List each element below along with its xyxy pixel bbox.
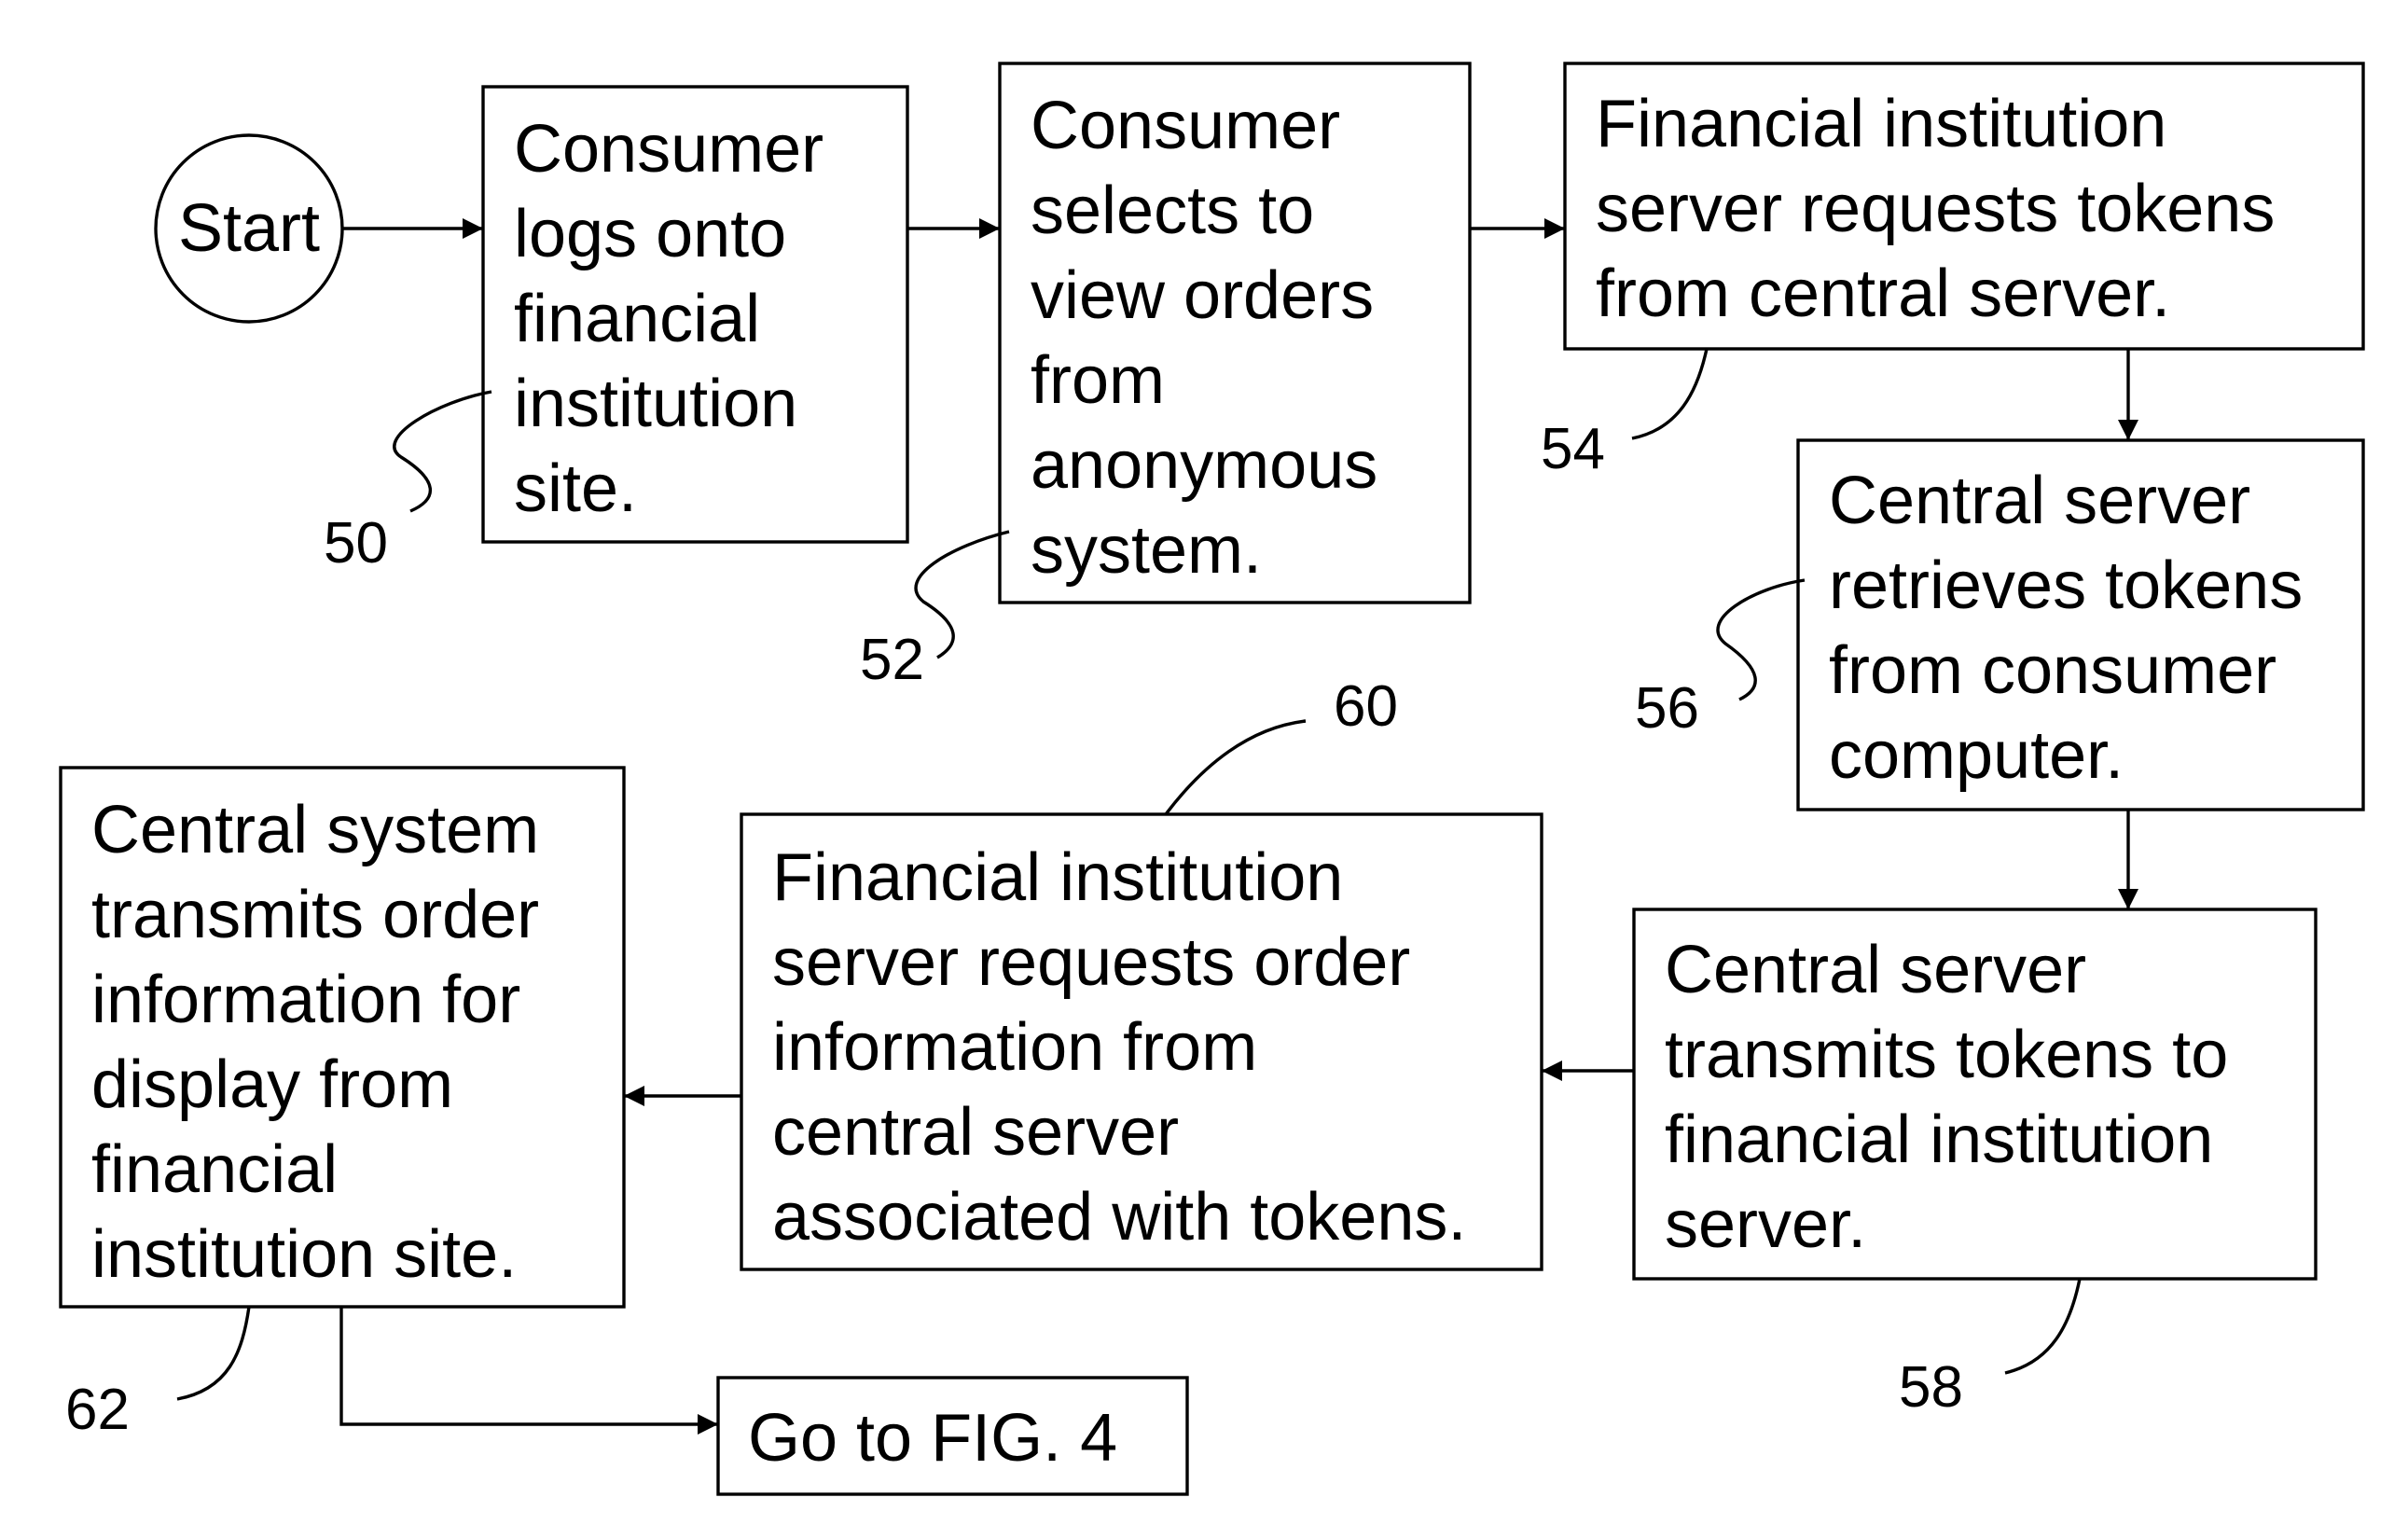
start-label: Start (178, 191, 320, 266)
step-62-line: display from (91, 1047, 453, 1122)
step-50-box: Consumer logs onto financial institution… (483, 87, 907, 542)
step-60-line: central server (772, 1095, 1179, 1170)
goto-fig4-label: Go to FIG. 4 (748, 1401, 1117, 1476)
step-62-line: Central system (91, 793, 539, 867)
arrow-62-to-goto (341, 1307, 718, 1424)
leader-62 (177, 1307, 249, 1399)
step-62-line: information for (91, 963, 520, 1037)
step-50-line: Consumer (514, 112, 823, 187)
step-52-line: view orders (1031, 258, 1374, 333)
step-58-line: transmits tokens to (1665, 1018, 2228, 1092)
goto-fig4-box: Go to FIG. 4 (718, 1378, 1187, 1494)
ref-58: 58 (1899, 1355, 1963, 1420)
leader-60 (1166, 721, 1306, 814)
step-54-box: Financial institution server requests to… (1565, 63, 2363, 349)
step-54-line: from central server. (1596, 256, 2170, 331)
step-54-line: Financial institution (1596, 87, 2166, 161)
step-60-line: associated with tokens. (772, 1180, 1466, 1255)
ref-62: 62 (65, 1378, 130, 1442)
ref-60: 60 (1334, 674, 1398, 739)
leader-52 (916, 532, 1009, 658)
ref-54: 54 (1541, 417, 1605, 481)
step-58-line: Central server (1665, 933, 2086, 1007)
step-52-line: system. (1031, 513, 1262, 588)
step-56-line: from consumer (1829, 633, 2277, 708)
step-58-line: server. (1665, 1187, 1866, 1262)
leader-56 (1718, 580, 1805, 700)
step-58-line: financial institution (1665, 1102, 2213, 1177)
step-56-line: retrieves tokens (1829, 548, 2303, 623)
step-50-line: financial (514, 282, 760, 356)
step-62-line: financial (91, 1132, 338, 1207)
step-52-line: selects to (1031, 173, 1314, 248)
step-58-box: Central server transmits tokens to finan… (1634, 909, 2316, 1279)
step-56-line: Central server (1829, 464, 2250, 538)
step-56-box: Central server retrieves tokens from con… (1798, 440, 2363, 810)
step-60-line: server requests order (772, 925, 1410, 1000)
step-62-box: Central system transmits order informati… (61, 768, 624, 1307)
step-62-line: transmits order (91, 878, 539, 952)
ref-50: 50 (324, 511, 388, 575)
step-56-line: computer. (1829, 718, 2124, 793)
step-52-line: from (1031, 343, 1165, 418)
step-60-line: Financial institution (772, 840, 1343, 915)
leader-50 (394, 392, 491, 511)
ref-56: 56 (1635, 676, 1699, 741)
step-52-box: Consumer selects to view orders from ano… (1000, 63, 1470, 603)
step-50-line: logs onto (514, 197, 786, 271)
leader-58 (2005, 1279, 2080, 1373)
step-50-line: institution (514, 367, 797, 441)
step-52-line: Consumer (1031, 89, 1340, 163)
start-node: Start (156, 135, 342, 322)
leader-54 (1632, 349, 1707, 438)
step-62-line: institution site. (91, 1217, 517, 1292)
step-54-line: server requests tokens (1596, 172, 2275, 246)
step-60-box: Financial institution server requests or… (741, 814, 1542, 1269)
step-52-line: anonymous (1031, 428, 1377, 503)
step-50-line: site. (514, 451, 637, 526)
ref-52: 52 (860, 628, 924, 692)
step-60-line: information from (772, 1010, 1257, 1085)
